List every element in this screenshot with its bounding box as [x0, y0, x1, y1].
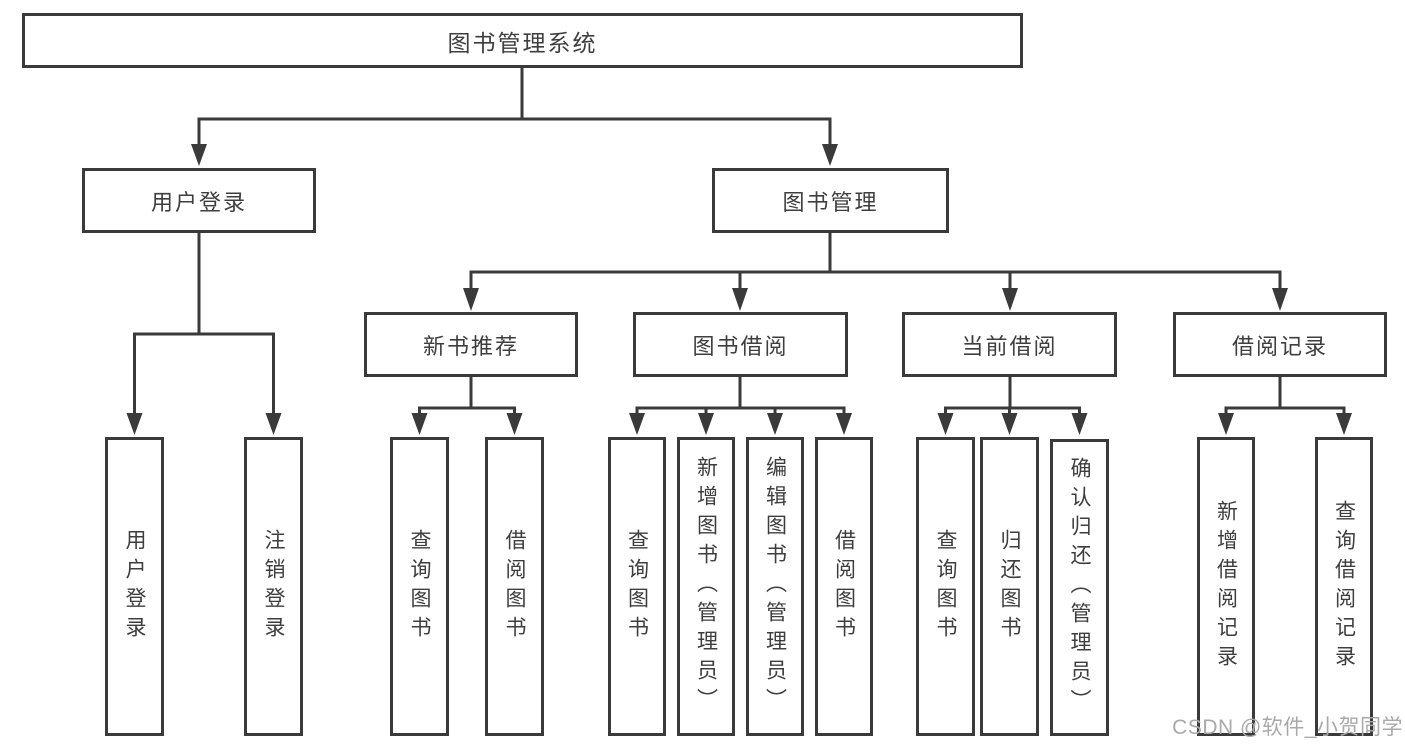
node-logout-label: 注销登录 [262, 528, 285, 645]
node-query-borrow-record: 查询借阅记录 [1315, 437, 1373, 736]
connector-borrowing-records-to-leaves [1218, 376, 1352, 435]
node-logout: 注销登录 [244, 437, 303, 736]
node-query-books-borrowing-label: 查询图书 [625, 528, 649, 645]
connector-new-book-to-leaves [411, 376, 523, 435]
node-current-borrowing-label: 当前借阅 [961, 333, 1058, 359]
node-borrow-books-recommend-label: 借阅图书 [503, 528, 526, 645]
node-query-borrow-record-label: 查询借阅记录 [1332, 499, 1356, 674]
connector-user-login-to-leaves [126, 232, 282, 435]
connector-root-to-level2 [191, 65, 838, 166]
node-add-borrow-record-label: 新增借阅记录 [1214, 499, 1238, 674]
node-query-books-recommend-label: 查询图书 [408, 528, 431, 645]
node-borrow-books-label: 借阅图书 [832, 528, 856, 645]
node-book-borrowing: 图书借阅 [633, 312, 848, 377]
node-borrow-books: 借阅图书 [815, 437, 873, 736]
node-borrowing-records: 借阅记录 [1173, 312, 1387, 377]
node-book-borrowing-label: 图书借阅 [692, 333, 789, 359]
node-borrow-books-recommend: 借阅图书 [485, 437, 544, 736]
node-root-label: 图书管理系统 [447, 29, 598, 56]
node-book-management-label: 图书管理 [782, 189, 879, 215]
node-confirm-return-admin: 确认归还（管理员） [1050, 439, 1109, 736]
csdn-watermark: CSDN @软件_小贺同学 [1172, 716, 1403, 739]
node-confirm-return-admin-label: 确认归还（管理员） [1068, 457, 1091, 718]
node-user-login: 用户登录 [82, 168, 316, 233]
node-new-book-recommendation-label: 新书推荐 [422, 333, 519, 359]
node-add-borrow-record: 新增借阅记录 [1197, 437, 1255, 736]
node-borrowing-records-label: 借阅记录 [1231, 333, 1328, 359]
node-return-books-label: 归还图书 [998, 528, 1021, 645]
node-return-books: 归还图书 [980, 437, 1039, 736]
connector-book-mgmt-to-level3 [463, 232, 1288, 311]
node-user-login-label: 用户登录 [150, 189, 247, 215]
node-user-login-action-label: 用户登录 [123, 528, 146, 645]
node-add-books-admin-label: 新增图书（管理员） [694, 456, 718, 717]
node-edit-books-admin-label: 编辑图书（管理员） [763, 456, 787, 717]
node-new-book-recommendation: 新书推荐 [364, 312, 578, 377]
connector-book-borrowing-to-leaves [629, 376, 852, 435]
connector-current-borrowing-to-leaves [937, 376, 1088, 435]
node-root: 图书管理系统 [22, 13, 1023, 68]
node-current-borrowing: 当前借阅 [902, 312, 1117, 377]
node-book-management: 图书管理 [712, 168, 949, 233]
node-query-books-current-label: 查询图书 [934, 528, 957, 645]
node-user-login-action: 用户登录 [105, 437, 164, 736]
node-query-books-borrowing: 查询图书 [608, 437, 666, 736]
node-query-books-current: 查询图书 [916, 437, 975, 736]
node-query-books-recommend: 查询图书 [390, 437, 449, 736]
node-edit-books-admin: 编辑图书（管理员） [746, 437, 804, 736]
node-add-books-admin: 新增图书（管理员） [677, 437, 735, 736]
